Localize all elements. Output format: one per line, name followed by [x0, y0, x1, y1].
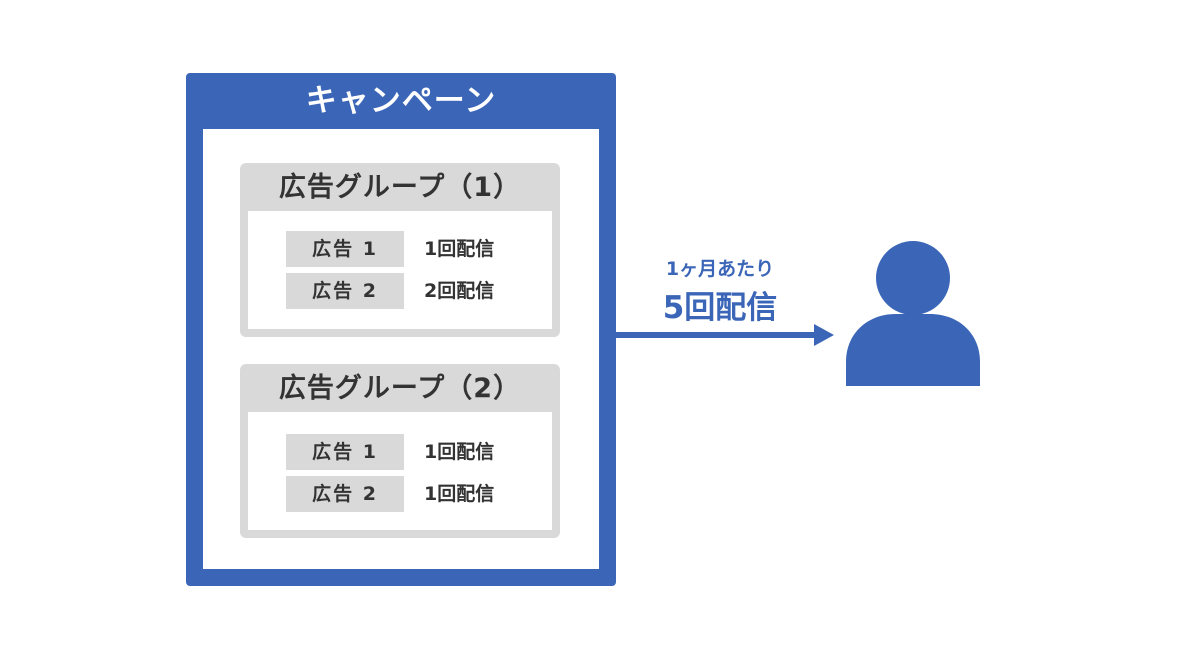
campaign-title: キャンペーン	[305, 83, 497, 119]
ad-label: 広告 2	[286, 273, 404, 309]
ad-label: 広告 2	[286, 476, 404, 512]
ad-delivery-count: 2回配信	[424, 280, 495, 302]
ad-group-1: 広告グループ（1） 広告 1 1回配信 広告 2 2回配信	[240, 163, 560, 337]
ad-delivery-count: 1回配信	[424, 238, 495, 260]
ad-group-content: 広告 1 1回配信 広告 2 2回配信	[248, 211, 552, 329]
ad-group-title: 広告グループ（1）	[278, 172, 522, 203]
ad-label: 広告 1	[286, 231, 404, 267]
ad-label: 広告 1	[286, 434, 404, 470]
user-icon	[846, 241, 980, 386]
ad-row: 広告 2 2回配信	[248, 273, 552, 309]
ad-group-content: 広告 1 1回配信 広告 2 1回配信	[248, 412, 552, 530]
ad-row: 広告 1 1回配信	[248, 434, 552, 470]
ad-delivery-count: 1回配信	[424, 483, 495, 505]
campaign-content: 広告グループ（1） 広告 1 1回配信 広告 2 2回配信 広告グループ（2） …	[203, 129, 599, 569]
ad-delivery-count: 1回配信	[424, 441, 495, 463]
ad-row: 広告 1 1回配信	[248, 231, 552, 267]
campaign-box: キャンペーン 広告グループ（1） 広告 1 1回配信 広告 2 2回配信 広告グ…	[186, 73, 616, 586]
delivery-total-label: 5回配信	[662, 290, 778, 326]
ad-row: 広告 2 1回配信	[248, 476, 552, 512]
ad-group-2: 広告グループ（2） 広告 1 1回配信 広告 2 1回配信	[240, 364, 560, 538]
arrow-right-icon	[616, 324, 834, 346]
ad-group-title: 広告グループ（2）	[278, 373, 522, 404]
delivery-period-label: 1ヶ月あたり	[665, 258, 775, 280]
